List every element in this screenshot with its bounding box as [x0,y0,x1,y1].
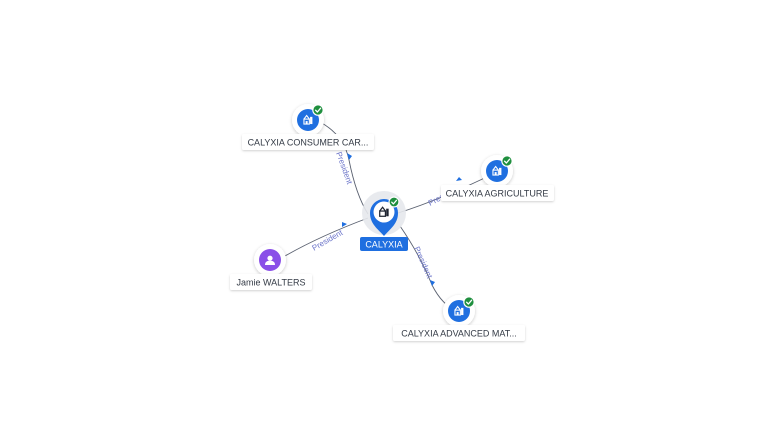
arrow-consumer [347,153,352,160]
node-advanced[interactable]: CALYXIA ADVANCED MAT... [393,295,525,341]
verified-check-icon [501,155,513,167]
verified-check-icon [388,196,400,208]
node-label-jamie: Jamie WALTERS [236,278,305,288]
arrow-jamie [342,222,347,227]
person-icon [265,255,275,265]
verified-check-icon [312,104,324,116]
node-calyxia[interactable]: CALYXIA [360,191,408,251]
node-label-advanced: CALYXIA ADVANCED MAT... [401,329,517,339]
arrow-agri [456,177,462,181]
verified-check-icon [463,296,475,308]
node-jamie-walters[interactable]: Jamie WALTERS [230,244,312,290]
node-agriculture[interactable]: CALYXIA AGRICULTURE [441,155,554,201]
edge-jamie [270,217,369,261]
node-label-consumer: CALYXIA CONSUMER CAR... [248,138,369,148]
node-consumer[interactable]: CALYXIA CONSUMER CAR... [242,104,374,150]
edge-label-advanced: President [412,245,434,280]
building-icon [379,206,389,217]
node-label-calyxia: CALYXIA [365,240,402,250]
arrow-advanced [430,280,435,286]
node-label-agriculture: CALYXIA AGRICULTURE [446,189,549,199]
